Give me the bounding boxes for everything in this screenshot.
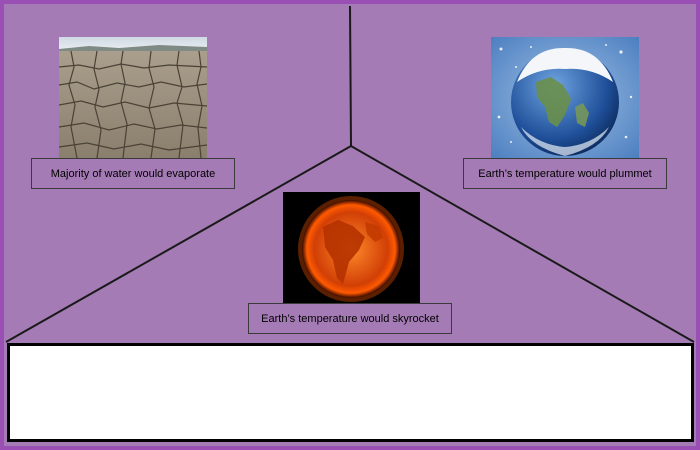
caption-temperature-plummet: Earth’s temperature would plummet bbox=[463, 158, 667, 189]
burning-earth-image bbox=[283, 192, 420, 303]
frozen-earth-image bbox=[491, 37, 639, 158]
vertical-divider bbox=[349, 5, 352, 147]
caption-water-evaporate: Majority of water would evaporate bbox=[31, 158, 235, 189]
left-slope-line bbox=[5, 145, 352, 343]
right-slope-line bbox=[350, 145, 695, 343]
cracked-dry-ground-image bbox=[59, 37, 207, 158]
caption-temperature-skyrocket: Earth’s temperature would skyrocket bbox=[248, 303, 452, 334]
answer-text-box[interactable] bbox=[7, 343, 694, 442]
